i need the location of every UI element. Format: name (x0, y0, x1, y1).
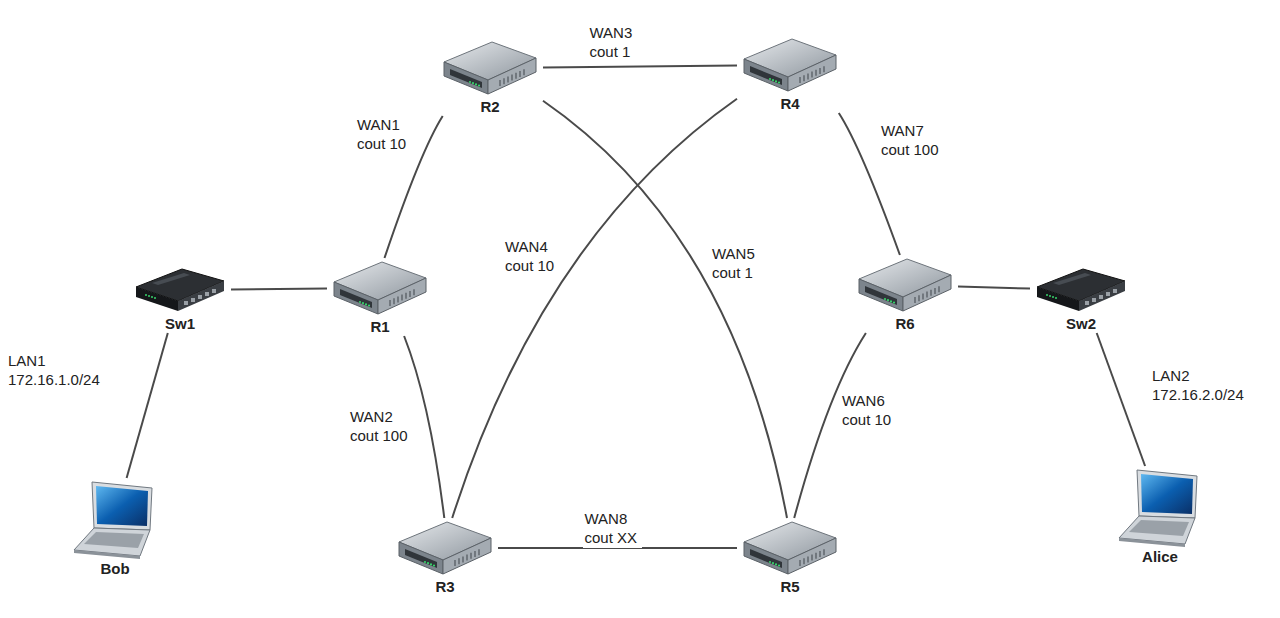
device-name: R1 (327, 318, 433, 336)
network-switch: Sw1 (129, 265, 231, 333)
device-name: R5 (737, 578, 843, 596)
network-switch: Sw2 (1030, 265, 1132, 333)
router-icon (740, 518, 840, 578)
router: R5 (737, 518, 843, 596)
laptop-icon (70, 478, 160, 560)
network-link (127, 333, 168, 478)
link-label: WAN3 cout 1 (588, 22, 637, 62)
switch-icon (132, 265, 228, 315)
network-link (543, 66, 737, 68)
router: R6 (852, 255, 958, 333)
network-link (231, 289, 327, 290)
laptop-icon (1115, 466, 1205, 548)
router-icon (330, 258, 430, 318)
router: R4 (737, 35, 843, 113)
router-icon (440, 38, 540, 98)
device-name: R6 (852, 315, 958, 333)
link-label: LAN1 172.16.1.0/24 (6, 350, 104, 390)
network-link (958, 287, 1030, 289)
link-label: WAN5 cout 1 (710, 243, 759, 283)
device-name: R3 (392, 578, 498, 596)
network-link (543, 101, 787, 518)
router-icon (740, 35, 840, 95)
link-label: WAN1 cout 10 (355, 114, 411, 154)
device-name: R4 (737, 95, 843, 113)
link-label: WAN2 cout 100 (348, 406, 412, 446)
link-label: WAN8 cout XX (583, 508, 642, 548)
router: R3 (392, 518, 498, 596)
laptop-host: Bob (67, 478, 163, 578)
device-name: R2 (437, 98, 543, 116)
link-label: LAN2 172.16.2.0/24 (1150, 365, 1248, 405)
link-label: WAN6 cout 10 (840, 390, 896, 430)
link-label: WAN4 cout 10 (503, 236, 559, 276)
laptop-host: Alice (1112, 466, 1208, 566)
router: R1 (327, 258, 433, 336)
router-icon (395, 518, 495, 578)
router-icon (855, 255, 955, 315)
router: R2 (437, 38, 543, 116)
network-link (1097, 333, 1145, 466)
device-name: Bob (67, 560, 163, 578)
device-name: Sw1 (129, 315, 231, 333)
link-label: WAN7 cout 100 (879, 120, 943, 160)
device-name: Sw2 (1030, 315, 1132, 333)
switch-icon (1033, 265, 1129, 315)
device-name: Alice (1112, 548, 1208, 566)
network-link (452, 99, 737, 518)
